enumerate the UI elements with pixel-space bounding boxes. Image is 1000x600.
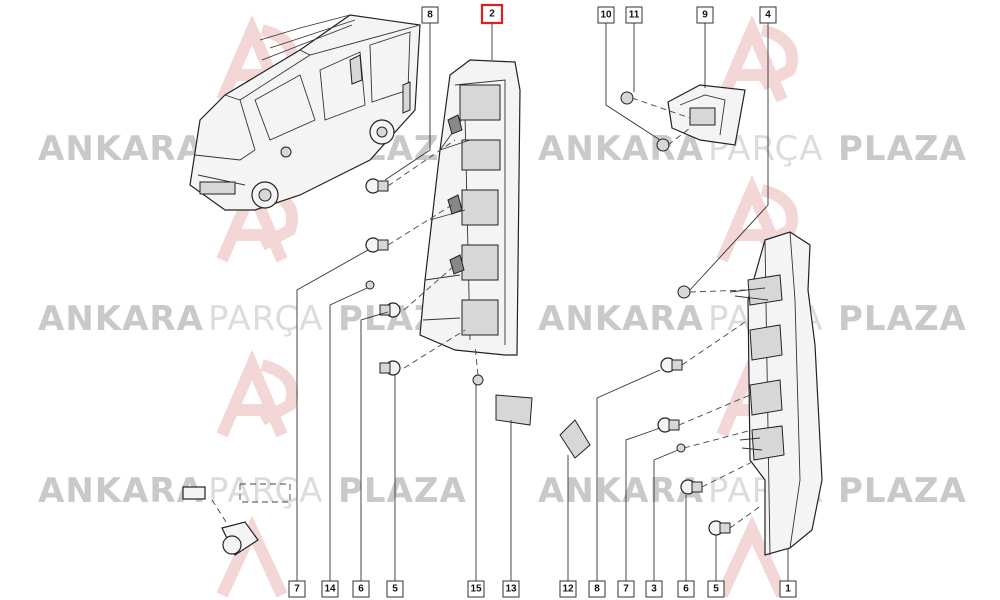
clip-icon [472, 374, 484, 386]
leader-lines [296, 22, 789, 581]
svg-text:6: 6 [358, 584, 364, 595]
bulb-detail-icon [182, 483, 291, 556]
svg-text:7: 7 [623, 584, 629, 595]
svg-text:7: 7 [294, 584, 300, 595]
bulb-icon [365, 237, 389, 253]
wm-word1: ANKARA [38, 471, 204, 511]
lamp-holder-icon [495, 394, 533, 426]
callout-5: 5 [386, 580, 404, 598]
callouts-bottom: 7 14 6 5 15 13 12 8 7 3 6 5 1 [288, 580, 797, 598]
svg-text:13: 13 [505, 584, 517, 595]
bulbs-and-clips [182, 91, 731, 556]
wm-word3: PLAZA [838, 299, 967, 339]
callout-2-highlighted: 2 [480, 3, 504, 25]
lamp-housing [729, 231, 823, 556]
logo-mark [716, 14, 798, 103]
bulb-icon [708, 520, 731, 536]
wm-word1: ANKARA [538, 129, 704, 169]
callout-8: 8 [588, 580, 606, 598]
callout-8: 8 [421, 6, 439, 24]
callout-4: 4 [759, 6, 777, 24]
callout-9: 9 [696, 6, 714, 24]
callout-13: 13 [502, 580, 520, 598]
clip-icon [677, 285, 691, 299]
guide-lines [211, 97, 763, 529]
svg-text:5: 5 [392, 584, 398, 595]
bulb-icon [657, 417, 680, 433]
callout-3: 3 [645, 580, 663, 598]
svg-text:8: 8 [427, 10, 433, 21]
svg-text:5: 5 [713, 584, 719, 595]
logo-mark [216, 349, 298, 438]
wm-word1: ANKARA [538, 471, 704, 511]
bulb-icon [365, 178, 389, 194]
svg-text:10: 10 [600, 10, 612, 21]
svg-text:12: 12 [562, 584, 574, 595]
clip-icon [676, 443, 686, 453]
logo-mark [216, 515, 288, 598]
wm-word3: PLAZA [838, 129, 967, 169]
svg-text:6: 6 [683, 584, 689, 595]
bulb-icon [379, 302, 401, 318]
clip-icon [620, 91, 634, 105]
callout-10: 10 [597, 6, 615, 24]
svg-text:15: 15 [470, 584, 482, 595]
svg-text:1: 1 [785, 584, 791, 595]
bulb-icon [379, 360, 401, 376]
wm-word2: PARÇA [208, 299, 324, 339]
svg-text:2: 2 [489, 9, 495, 20]
lamp-holder-icon [559, 419, 591, 459]
callout-6: 6 [677, 580, 695, 598]
svg-text:8: 8 [594, 584, 600, 595]
svg-text:11: 11 [629, 10, 640, 21]
tail-lamp-assembly [419, 59, 521, 356]
wm-word2: PARÇA [208, 471, 324, 511]
callout-12: 12 [559, 580, 577, 598]
svg-text:3: 3 [651, 584, 657, 595]
bulb-icon [680, 479, 703, 495]
van-illustration [189, 14, 421, 211]
wm-word1: ANKARA [538, 299, 704, 339]
clip-icon [656, 138, 670, 152]
callout-6: 6 [352, 580, 370, 598]
callout-7: 7 [288, 580, 306, 598]
callouts-top: 8 2 10 11 9 4 [421, 3, 777, 25]
callout-15: 15 [467, 580, 485, 598]
callout-7: 7 [617, 580, 635, 598]
wm-word1: ANKARA [38, 129, 204, 169]
callout-14: 14 [321, 580, 339, 598]
svg-text:4: 4 [765, 10, 771, 21]
callout-5: 5 [707, 580, 725, 598]
wm-word3: PLAZA [338, 471, 467, 511]
callout-1: 1 [779, 580, 797, 598]
bulb-icon [660, 357, 683, 373]
callout-11: 11 [625, 6, 643, 24]
svg-text:9: 9 [702, 10, 708, 21]
wm-word3: PLAZA [838, 471, 967, 511]
clip-icon [365, 280, 375, 290]
logo-mark [716, 515, 788, 598]
svg-text:14: 14 [324, 584, 336, 595]
wm-word1: ANKARA [38, 299, 204, 339]
